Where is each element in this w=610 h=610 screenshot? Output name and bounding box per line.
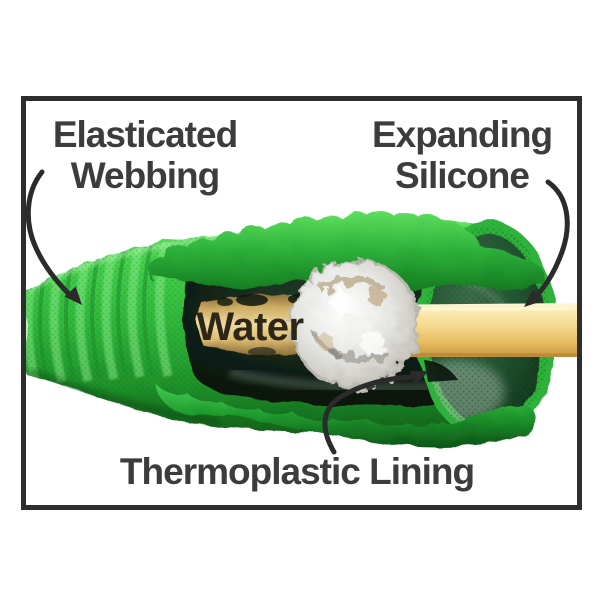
callout-expanding-silicone: Expanding Silicone: [371, 114, 553, 196]
callout-elasticated-line2: Webbing: [70, 155, 221, 196]
elasticated-webbing-arrow: [25, 169, 82, 305]
callout-arrows: [25, 169, 570, 455]
diagram-frame: [21, 96, 582, 510]
callout-silicone-line1: Expanding: [371, 114, 553, 155]
callout-elasticated-webbing: Elasticated Webbing: [52, 114, 238, 196]
top-ruffle-edge: [147, 212, 546, 292]
bottom-ruffle-edge: [154, 382, 537, 447]
thermoplastic-ring: [289, 258, 421, 390]
expanding-silicone-arrow: [524, 179, 570, 307]
callout-thermoplastic-lining: Thermoplastic Lining: [119, 451, 475, 492]
callout-elasticated-line1: Elasticated: [52, 114, 238, 155]
thermoplastic-lining-arrow: [322, 370, 429, 455]
callout-silicone-line2: Silicone: [395, 155, 530, 196]
water-label: Water: [196, 305, 304, 349]
